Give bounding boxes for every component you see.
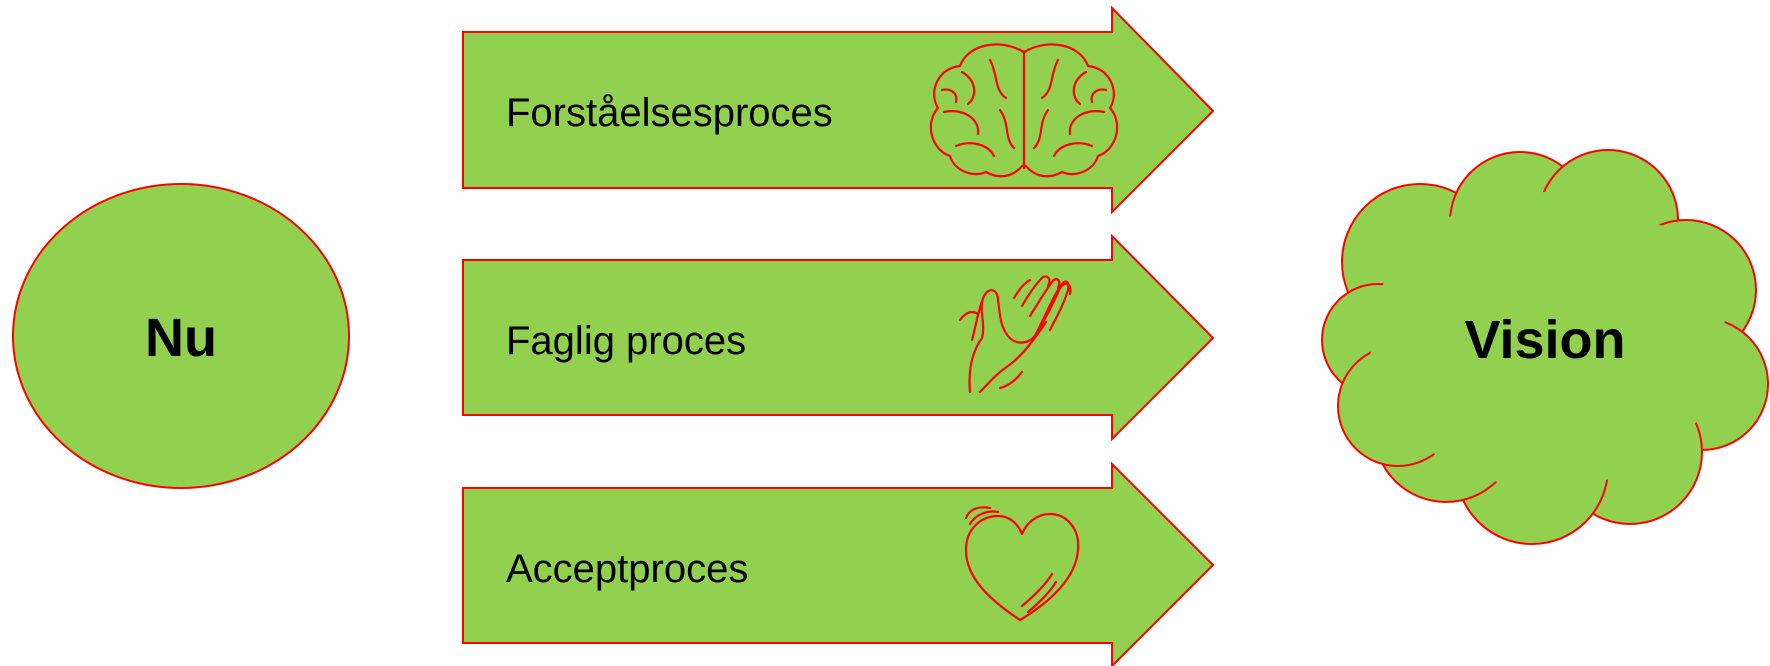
process-arrow-2: Faglig proces xyxy=(462,233,1215,442)
process-arrow-3: Acceptproces xyxy=(462,461,1215,666)
hand-icon xyxy=(958,275,1072,394)
heart-icon xyxy=(964,506,1080,622)
process-label-3: Acceptproces xyxy=(506,547,748,591)
start-node: Nu xyxy=(12,183,350,489)
arrow-shape-2 xyxy=(462,233,1215,442)
arrow-shape-1 xyxy=(462,5,1215,215)
start-label: Nu xyxy=(145,308,217,368)
process-label-2: Faglig proces xyxy=(506,319,746,363)
process-arrow-1: Forståelsesproces xyxy=(462,5,1215,215)
end-label: Vision xyxy=(1464,310,1625,370)
brain-icon xyxy=(929,43,1119,178)
vision-cloud xyxy=(1321,149,1769,545)
process-label-1: Forståelsesproces xyxy=(506,91,833,135)
start-ellipse xyxy=(12,183,350,489)
end-node: Vision xyxy=(1321,149,1769,545)
